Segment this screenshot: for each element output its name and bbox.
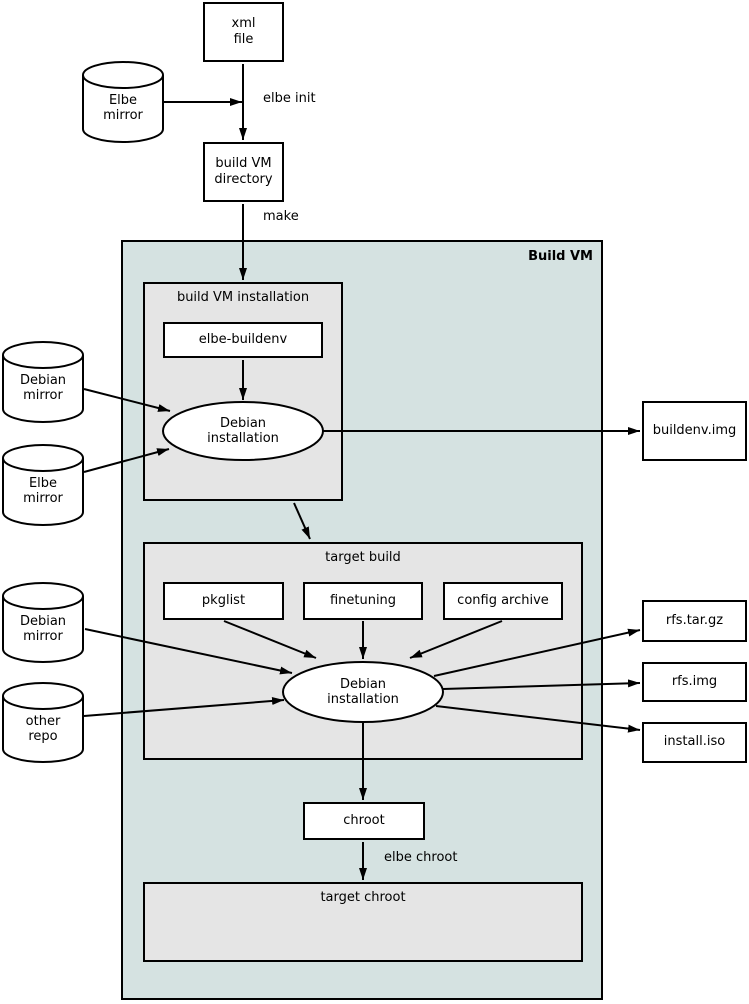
node-rfs-tar-gz: rfs.tar.gz [642, 600, 747, 642]
finetuning-label: finetuning [329, 592, 397, 608]
node-rfs-img: rfs.img [642, 662, 747, 702]
build-vm-directory-label: build VM directory [214, 155, 273, 187]
target-chroot-label: target chroot [320, 890, 406, 905]
node-install-iso: install.iso [642, 722, 747, 763]
config-archive-label: config archive [457, 592, 549, 608]
edge-label-elbe-init: elbe init [263, 91, 316, 106]
chroot-label: chroot [343, 812, 385, 828]
target-build-panel: target build [143, 542, 583, 760]
other-repo-label: other repo [25, 713, 61, 744]
debian-mirror-1-label: Debian mirror [19, 373, 67, 403]
elbe-mirror-2-label-wrap: Elbe mirror [3, 445, 83, 525]
elbe-mirror-2-label: Elbe mirror [23, 476, 63, 506]
elbe-mirror-top-label-wrap: Elbe mirror [83, 62, 163, 142]
debian-mirror-2-label: Debian mirror [19, 613, 67, 644]
rfs-img-label: rfs.img [671, 673, 718, 689]
edge-label-elbe-chroot: elbe chroot [384, 850, 458, 865]
debian-installation-2-label-wrap: Debian installation [283, 662, 443, 722]
buildenv-img-label: buildenv.img [652, 422, 737, 438]
node-pkglist: pkglist [163, 582, 284, 620]
target-chroot-panel: target chroot [143, 882, 583, 962]
install-iso-label: install.iso [663, 734, 726, 750]
elbe-buildenv-label: elbe-buildenv [198, 331, 288, 347]
node-chroot: chroot [303, 802, 425, 840]
node-xml-file: xml file [203, 2, 284, 62]
elbe-mirror-top-label: Elbe mirror [103, 93, 143, 123]
other-repo-label-wrap: other repo [3, 683, 83, 762]
node-buildenv-img: buildenv.img [642, 401, 747, 461]
node-config-archive: config archive [443, 582, 563, 620]
build-vm-installation-label: build VM installation [176, 290, 310, 305]
debian-mirror-2-label-wrap: Debian mirror [3, 583, 83, 662]
edge-label-make: make [263, 209, 299, 224]
build-vm-label: Build VM [528, 249, 593, 264]
debian-installation-1-label-wrap: Debian installation [163, 402, 323, 460]
xml-file-label: xml file [231, 15, 256, 47]
target-build-label: target build [325, 550, 401, 565]
pkglist-label: pkglist [201, 592, 246, 608]
debian-installation-2-label: Debian installation [327, 677, 399, 707]
debian-mirror-1-label-wrap: Debian mirror [3, 342, 83, 422]
node-finetuning: finetuning [303, 582, 423, 620]
build-vm-installation-panel: build VM installation [143, 282, 343, 501]
node-elbe-buildenv: elbe-buildenv [163, 322, 323, 358]
rfs-tar-gz-label: rfs.tar.gz [665, 612, 724, 628]
debian-installation-1-label: Debian installation [207, 416, 279, 446]
node-build-vm-directory: build VM directory [203, 142, 284, 202]
